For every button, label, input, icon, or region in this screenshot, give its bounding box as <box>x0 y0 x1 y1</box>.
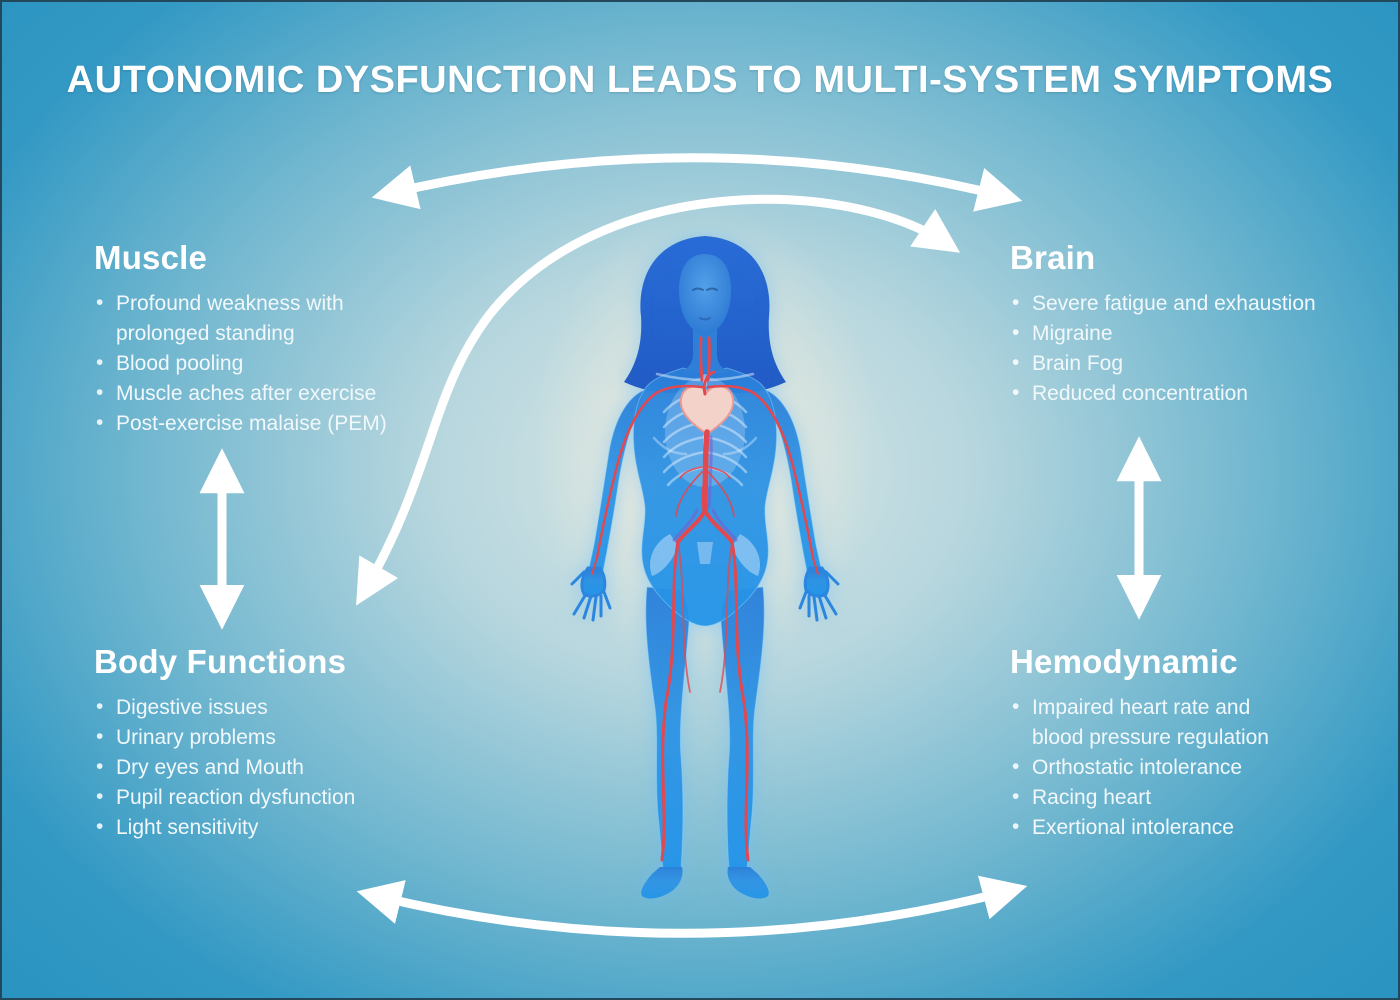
bullet-item: Severe fatigue and exhaustion <box>1010 288 1362 319</box>
bullet-item: Light sensitivity <box>94 812 404 843</box>
section-muscle-heading: Muscle <box>94 239 208 276</box>
right-foot <box>727 867 769 899</box>
right-leg <box>720 586 765 871</box>
bullet-item: Orthostatic intolerance <box>1010 752 1302 783</box>
body-functions-hemodynamic-arrow <box>356 875 1028 938</box>
section-hemodynamic-list: Impaired heart rate and blood pressure r… <box>1010 692 1302 843</box>
bullet-item: Post-exercise malaise (PEM) <box>94 408 394 439</box>
left-leg <box>645 586 690 871</box>
bullet-item: Blood pooling <box>94 348 394 379</box>
bullet-item: Brain Fog <box>1010 348 1362 379</box>
bullet-item: Pupil reaction dysfunction <box>94 782 404 813</box>
muscle-brain-arrow <box>371 153 1023 212</box>
bullet-item: Dry eyes and Mouth <box>94 752 404 783</box>
section-muscle-list: Profound weakness with prolonged standin… <box>94 288 394 439</box>
section-hemodynamic-heading: Hemodynamic <box>1010 643 1238 680</box>
bullet-item: Digestive issues <box>94 692 404 723</box>
section-hemodynamic: Hemodynamic Impaired heart rate and bloo… <box>1010 643 1302 843</box>
left-foot <box>641 867 683 899</box>
body-functions-brain-arrow <box>356 194 961 606</box>
section-brain-list: Severe fatigue and exhaustionMigraineBra… <box>1010 288 1362 409</box>
bullet-item: Urinary problems <box>94 722 404 753</box>
bullet-item: Muscle aches after exercise <box>94 378 394 409</box>
page-title: AUTONOMIC DYSFUNCTION LEADS TO MULTI-SYS… <box>66 59 1334 101</box>
section-body-functions: Body Functions Digestive issuesUrinary p… <box>94 643 404 843</box>
section-brain: Brain Severe fatigue and exhaustionMigra… <box>1010 239 1362 409</box>
bullet-item: Exertional intolerance <box>1010 812 1302 843</box>
bullet-item: Migraine <box>1010 318 1362 349</box>
section-muscle: Muscle Profound weakness with prolonged … <box>94 239 394 439</box>
bullet-item: Racing heart <box>1010 782 1302 813</box>
section-body-functions-heading: Body Functions <box>94 643 347 680</box>
bullet-item: Profound weakness with prolonged standin… <box>94 288 394 349</box>
bullet-item: Reduced concentration <box>1010 378 1362 409</box>
bullet-item: Impaired heart rate and blood pressure r… <box>1010 692 1302 753</box>
section-brain-heading: Brain <box>1010 239 1096 276</box>
human-body-illustration <box>570 236 840 899</box>
connection-arrows <box>199 153 1162 938</box>
section-body-functions-list: Digestive issuesUrinary problemsDry eyes… <box>94 692 404 843</box>
